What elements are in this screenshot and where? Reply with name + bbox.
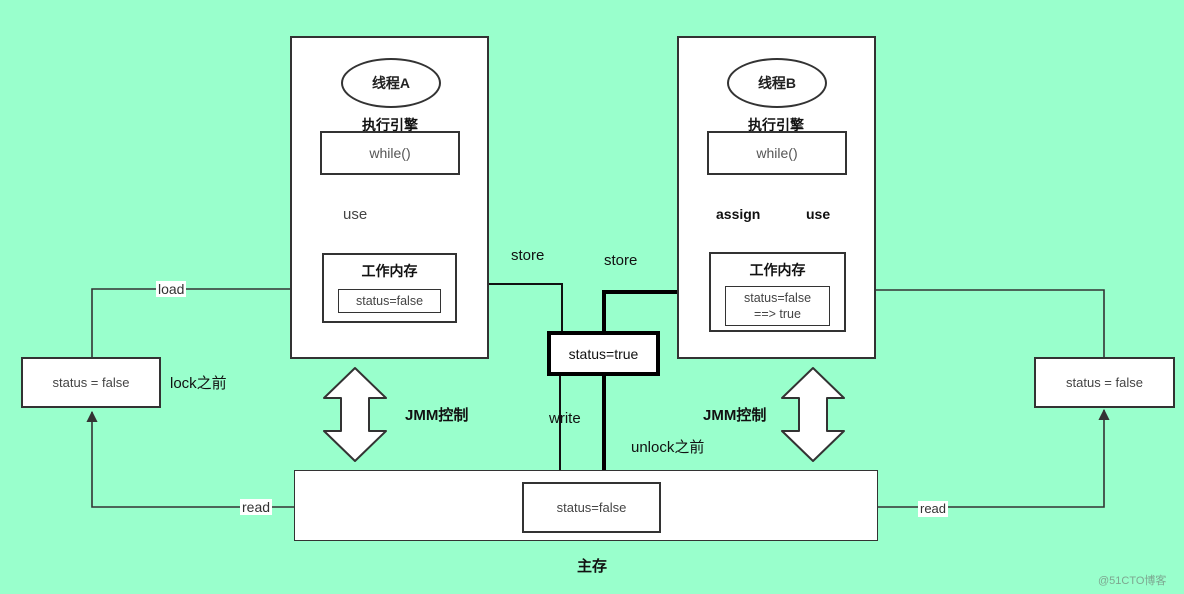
watermark-text: @51CTO博客 [1098, 575, 1167, 587]
thread-a-loop-box: while() [320, 131, 460, 175]
thread-a-ellipse: 线程A [341, 58, 441, 108]
jmm-label-left: JMM控制 [405, 407, 469, 424]
thread-a-memory-value: status=false [338, 289, 441, 313]
center-status-box: status=true [547, 331, 660, 376]
store-label-right: store [604, 252, 638, 269]
thread-b-assign-label: assign [714, 206, 763, 222]
load-label: load [156, 281, 187, 297]
right-status-box: status = false [1034, 357, 1175, 408]
jmm-arrow-right [781, 367, 845, 462]
thread-b-ellipse: 线程B [727, 58, 827, 108]
thread-b-memory-title: 工作内存 [749, 262, 806, 278]
store-line-b [602, 290, 678, 331]
thread-a-working-memory: 工作内存 status=false [322, 253, 457, 323]
unlock-before-label: unlock之前 [631, 439, 705, 456]
thread-b-use-label: use [804, 206, 833, 222]
write-label: write [549, 410, 581, 427]
jmm-arrow-left [323, 367, 387, 462]
thread-a-memory-title: 工作内存 [361, 263, 418, 279]
store-label-left: store [511, 247, 545, 264]
lock-before-label: lock之前 [170, 375, 227, 392]
store-line-a [488, 283, 563, 331]
read-label-left: read [240, 499, 273, 515]
jmm-label-right: JMM控制 [703, 407, 767, 424]
thread-a-engine-label: 执行引擎 [362, 117, 418, 133]
thread-b-engine-label: 执行引擎 [748, 117, 804, 133]
main-memory-title: 主存 [576, 558, 607, 575]
thread-a-use-label: use [341, 206, 370, 223]
thread-b-memory-value: status=false ==> true [725, 286, 830, 326]
load-arrow [91, 283, 322, 357]
left-status-box: status = false [21, 357, 161, 408]
main-memory-status: status=false [522, 482, 661, 533]
load-arrow-right [845, 284, 1105, 357]
thread-b-working-memory: 工作内存 status=false ==> true [709, 252, 846, 332]
read-label-right: read [918, 501, 949, 517]
thread-b-loop-box: while() [707, 131, 847, 175]
